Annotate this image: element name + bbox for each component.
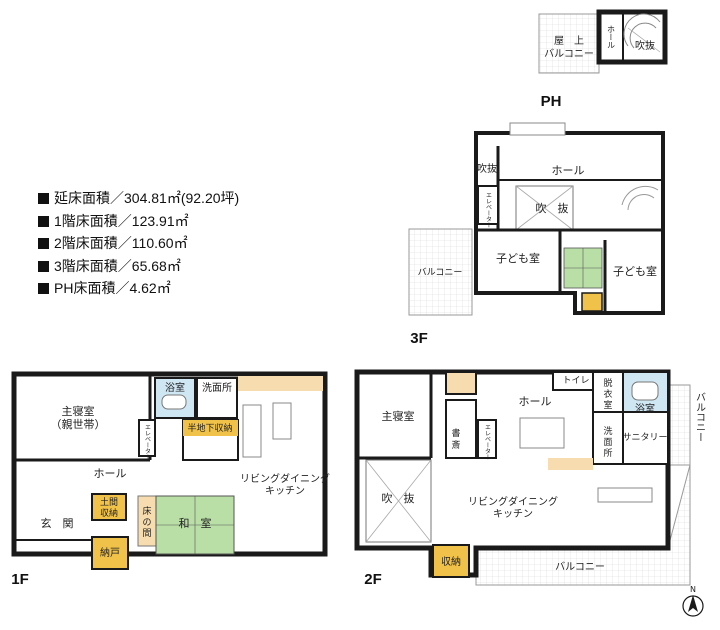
2f-toilet-label: トイレ [562, 376, 589, 386]
ph-roof-balcony-label-1: 屋 上 [554, 35, 584, 47]
bullet-square-icon [38, 283, 49, 294]
1f-washroom-label: 洗面所 [202, 382, 232, 394]
bullet-square-icon [38, 238, 49, 249]
north-arrow-icon: N [682, 585, 704, 617]
1f-hall-label: ホール [94, 467, 127, 480]
floor-area-summary: 延床面積／304.81㎡(92.20坪) 1階床面積／123.91㎡ 2階床面積… [38, 187, 239, 300]
2f-washroom-label-2: 面 [603, 437, 612, 448]
stat-total-area: 延床面積／304.81㎡(92.20坪) [54, 190, 240, 206]
1f-elevator-label: エレベーター [144, 424, 151, 460]
1f-alcove-label-2: の [142, 518, 151, 528]
2f-sanitary-label: サニタリー [622, 432, 667, 443]
3f-elevator-label: エレベーター [485, 192, 492, 228]
ph-roof-balcony-label-2: バルコニー [544, 48, 594, 60]
1f-ldk-label-2: キッチン [265, 485, 305, 497]
ph-void-label: 吹抜 [635, 39, 655, 52]
2f-washroom-label-3: 所 [603, 448, 612, 459]
2f-ldk-label-2: キッチン [493, 508, 533, 520]
3f-void-left-label: 吹抜 [477, 162, 497, 175]
2f-floor-tag: 2F [364, 571, 382, 588]
1f-earth-storage-label-2: 収納 [100, 507, 118, 519]
1f-japanese-room-label: 和 室 [179, 516, 212, 530]
stat-row: 延床面積／304.81㎡(92.20坪) [38, 187, 239, 210]
1f-half-basement-label: 半地下収納 [187, 422, 232, 434]
3f-floor-tag: 3F [410, 330, 428, 347]
2f-study-label-1: 書 [451, 427, 460, 439]
stat-1f-area: 1階床面積／123.91㎡ [54, 212, 189, 229]
2f-master-label: 主寝室 [382, 409, 415, 423]
2f-void-label: 吹 抜 [382, 491, 415, 505]
1f-ldk-label-1: リビングダイニング [240, 472, 330, 485]
stat-ph-area: PH床面積／4.62㎡ [54, 280, 171, 296]
first-floor-plan: 主寝室 （親世帯） 浴室 洗面所 エレベーター 半地下収納 ホール リビングダイ… [11, 371, 330, 588]
stat-3f-area: 3階床面積／65.68㎡ [54, 257, 181, 274]
3f-hall-label: ホール [552, 164, 585, 177]
bullet-square-icon [38, 215, 49, 227]
stat-row: 3階床面積／65.68㎡ [38, 255, 239, 278]
1f-master-label-2: （親世帯） [51, 418, 106, 431]
2f-storage-label: 収納 [441, 555, 461, 568]
1f-closet-label: 納戸 [100, 546, 120, 559]
2f-hall-label: ホール [519, 395, 552, 408]
second-floor-plan: 主寝室 書 斎 トイレ 脱 衣 室 浴室 ホール エレベーター 洗 面 所 サニ… [354, 369, 706, 588]
stat-2f-area: 2階床面積／110.60㎡ [54, 235, 188, 251]
1f-alcove-label-1: 床 [142, 505, 151, 517]
ph-floor-tag: PH [541, 93, 562, 110]
2f-dressing-label-1: 脱 [603, 377, 612, 389]
2f-dressing-label-3: 室 [603, 399, 612, 411]
1f-earth-storage-label-1: 土間 [100, 496, 118, 508]
1f-entrance-label: 玄 関 [41, 516, 74, 530]
penthouse-plan: 屋 上 バルコニー ホール 吹抜 PH [538, 9, 668, 110]
north-label: N [690, 585, 696, 594]
3f-void-center-label: 吹 抜 [536, 201, 569, 215]
1f-floor-tag: 1F [11, 571, 29, 588]
2f-bath-label: 浴室 [635, 402, 655, 415]
1f-master-label-1: 主寝室 [62, 404, 95, 418]
3f-balcony-label: バルコニー [418, 267, 463, 278]
1f-alcove-label-3: 間 [142, 528, 151, 539]
2f-washroom-label-1: 洗 [603, 425, 612, 437]
2f-elevator-label: エレベーター [484, 424, 491, 460]
stat-row: PH床面積／4.62㎡ [38, 277, 239, 300]
2f-ldk-label-1: リビングダイニング [468, 495, 558, 508]
1f-bath-label: 浴室 [165, 381, 185, 394]
2f-balcony-bottom-label: バルコニー [555, 561, 605, 573]
stat-row: 2階床面積／110.60㎡ [38, 232, 239, 255]
bullet-square-icon [38, 260, 49, 272]
3f-child-room-left-label: 子ども室 [496, 251, 540, 265]
third-floor-plan: ホール 吹抜 エレベーター 吹 抜 子ども室 子ども室 バルコニー 3F [408, 122, 665, 347]
2f-study-label-2: 斎 [451, 439, 460, 451]
2f-balcony-right-label: バルコニー [694, 392, 706, 442]
bullet-square-icon [38, 193, 49, 204]
3f-child-room-right-label: 子ども室 [613, 264, 657, 278]
2f-dressing-label-2: 衣 [603, 388, 612, 400]
ph-hall-label: ホール [607, 25, 616, 49]
stat-row: 1階床面積／123.91㎡ [38, 210, 239, 233]
